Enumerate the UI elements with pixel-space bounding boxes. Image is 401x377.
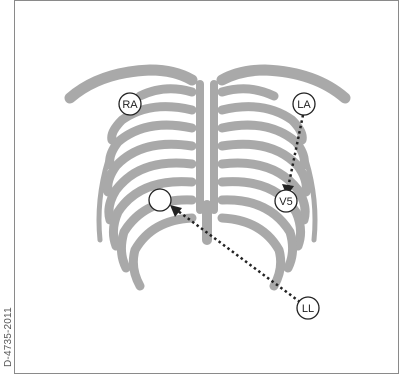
left-rib-8 bbox=[133, 218, 192, 286]
right-rib-8 bbox=[222, 218, 281, 286]
electrode-la-label: LA bbox=[297, 99, 311, 111]
electrode-la: LA bbox=[293, 93, 315, 115]
right-shoulder bbox=[222, 70, 345, 98]
electrode-ll: LL bbox=[297, 297, 319, 319]
electrode-ra-label: RA bbox=[122, 99, 138, 111]
electrode-ll-label: LL bbox=[302, 303, 314, 315]
electrode-v5-label: V5 bbox=[279, 196, 292, 208]
right-rib-1 bbox=[222, 89, 274, 96]
left-rib-1 bbox=[140, 89, 192, 96]
electrode-v5: V5 bbox=[275, 190, 297, 212]
electrode-ra: RA bbox=[119, 93, 141, 115]
electrode-unlabeled bbox=[149, 189, 171, 211]
